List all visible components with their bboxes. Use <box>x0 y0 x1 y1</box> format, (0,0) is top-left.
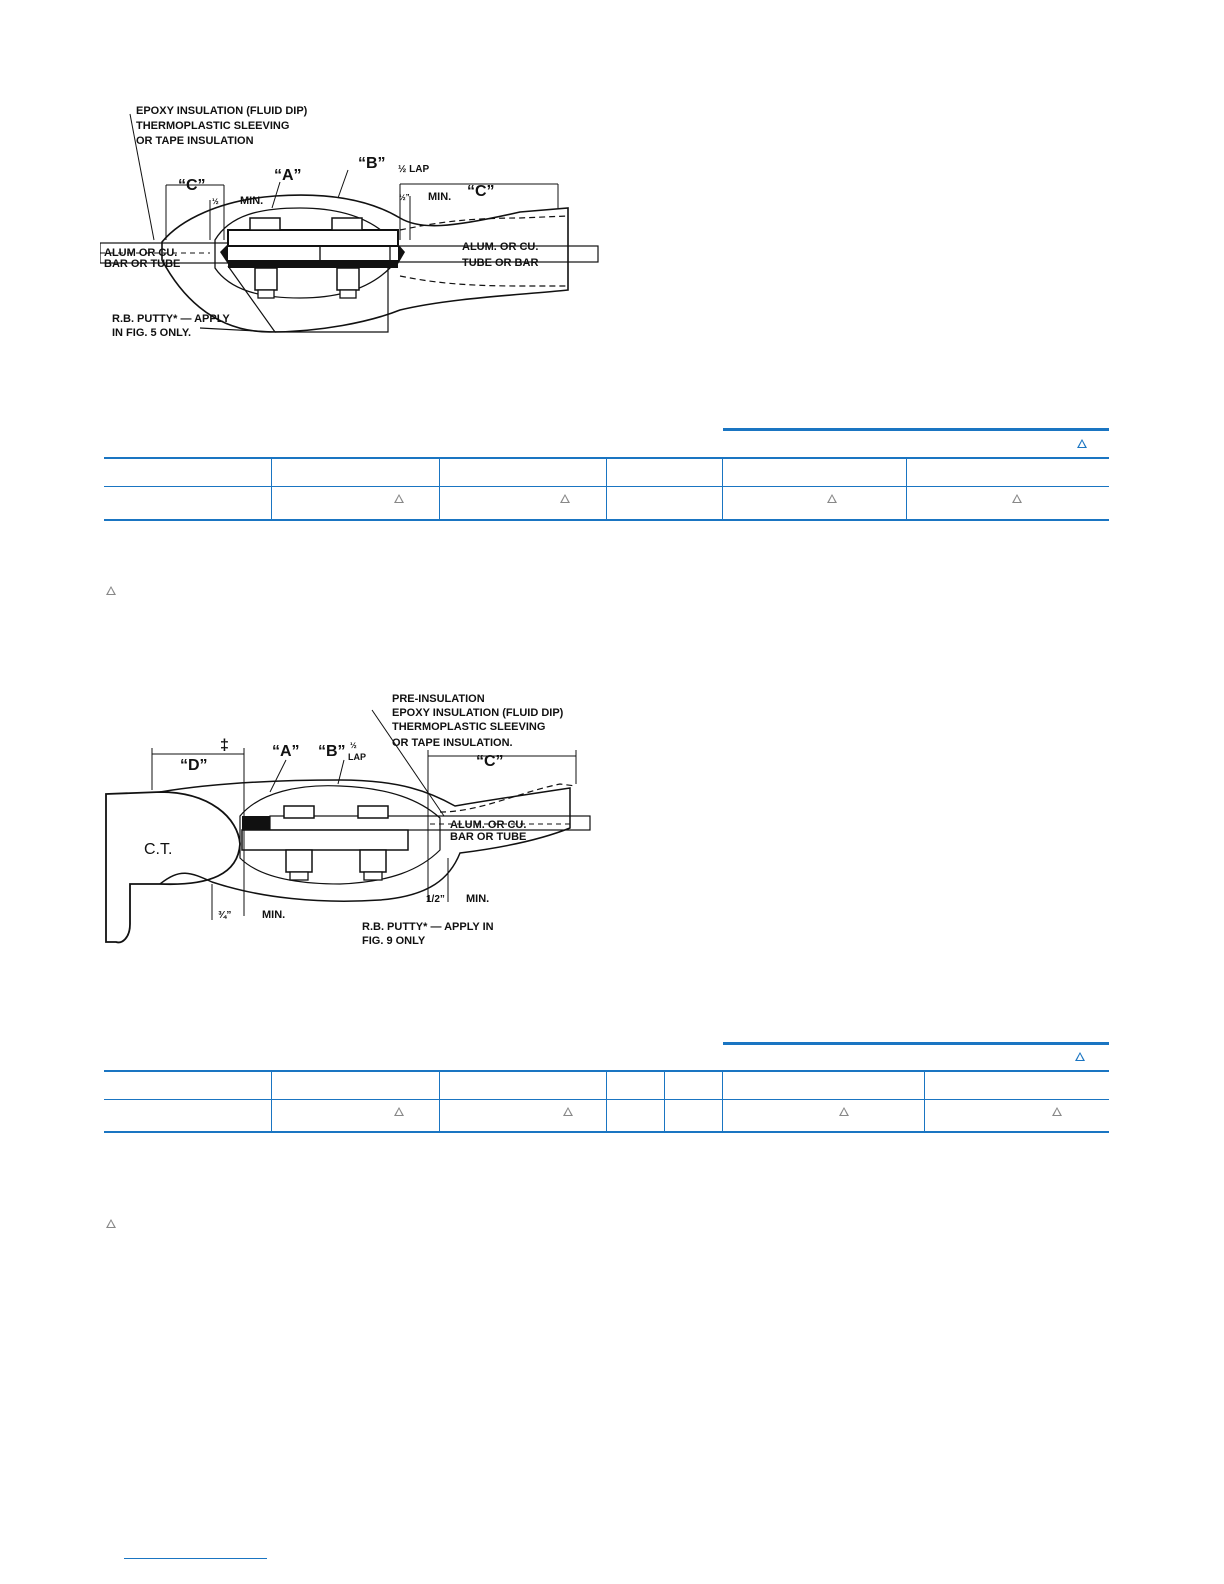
revision-marker-icon <box>560 494 570 503</box>
fig1-putty-line-2: IN FIG. 5 ONLY. <box>112 327 191 339</box>
table-2-col-divider <box>924 1072 925 1132</box>
fig2-ct-label: C.T. <box>144 841 172 858</box>
fig2-half-bottom: 1/2” <box>426 894 445 905</box>
fig1-dim-c-right: “C” <box>467 183 495 200</box>
fig2-min-right: MIN. <box>466 893 489 905</box>
table-2-col-divider <box>606 1072 607 1132</box>
table-1-header-bar <box>723 428 1109 431</box>
table-2-col-divider <box>722 1072 723 1132</box>
fig1-lap: ½ LAP <box>398 164 429 175</box>
fig1-dim-b: “B” <box>358 155 386 172</box>
revision-marker-icon <box>1012 494 1022 503</box>
revision-marker-icon <box>1075 1052 1085 1061</box>
revision-marker-icon <box>394 494 404 503</box>
fig1-putty-line-1: R.B. PUTTY* — APPLY <box>112 313 230 325</box>
table-1-top-rule <box>104 457 1109 459</box>
fig1-half-left: ½ <box>212 197 219 206</box>
table-1-col-divider <box>606 459 607 520</box>
fig1-half-right: ½” <box>399 193 410 202</box>
fig2-min-left: MIN. <box>262 909 285 921</box>
footnote-marker-icon <box>106 586 116 595</box>
table-1-col-divider <box>271 459 272 520</box>
revision-marker-icon <box>394 1107 404 1116</box>
fig2-pre-line-3: THERMOPLASTIC SLEEVING <box>392 721 545 733</box>
fig2-lap: LAP <box>348 752 366 762</box>
table-2-header-bar <box>723 1042 1109 1045</box>
fig2-dim-b: “B” <box>318 743 346 760</box>
fig2-bar-line-2: BAR OR TUBE <box>450 831 526 843</box>
fig2-pre-line-2: EPOXY INSULATION (FLUID DIP) <box>392 707 564 719</box>
fig1-insulation-line-2: THERMOPLASTIC SLEEVING <box>136 120 289 132</box>
table-2-top-rule <box>104 1070 1109 1072</box>
fig2-half: ½ <box>350 741 357 750</box>
fig2-three-quarter: ¾” <box>218 910 231 921</box>
table-2-bottom-rule <box>104 1131 1109 1133</box>
table-1-col-divider <box>439 459 440 520</box>
fig1-min-left: MIN. <box>240 195 263 207</box>
footnote-marker-icon <box>106 1219 116 1228</box>
fig2-bar-line-1: ALUM. OR CU. <box>450 819 526 831</box>
table-1-col-divider <box>906 459 907 520</box>
fig1-dim-c-left: “C” <box>178 177 206 194</box>
fig1-bar-right-line-2: TUBE OR BAR <box>462 257 538 269</box>
revision-marker-icon <box>563 1107 573 1116</box>
fig1-bar-left-line-1: ALUM OR CU. <box>104 247 177 259</box>
footnote-separator <box>124 1558 267 1559</box>
fig2-dim-c: “C” <box>476 753 504 770</box>
revision-marker-icon <box>839 1107 849 1116</box>
fig1-insulation-line-3: OR TAPE INSULATION <box>136 135 254 147</box>
revision-marker-icon <box>1052 1107 1062 1116</box>
figure-2-ct-joint: PRE-INSULATION EPOXY INSULATION (FLUID D… <box>100 688 600 948</box>
fig1-insulation-line-1: EPOXY INSULATION (FLUID DIP) <box>136 105 308 117</box>
fig2-putty-line-1: R.B. PUTTY* — APPLY IN <box>362 921 494 933</box>
figure-1-bus-joint: EPOXY INSULATION (FLUID DIP) THERMOPLAST… <box>100 100 610 350</box>
fig2-putty-line-2: FIG. 9 ONLY <box>362 935 426 947</box>
revision-marker-icon <box>1077 439 1087 448</box>
fig2-pre-line-1: PRE-INSULATION <box>392 693 485 705</box>
table-1-bottom-rule <box>104 519 1109 521</box>
table-2-col-divider <box>439 1072 440 1132</box>
fig2-dagger: ‡ <box>220 737 229 754</box>
fig1-bar-left-line-2: BAR OR TUBE <box>104 258 180 270</box>
fig2-pre-line-4: OR TAPE INSULATION. <box>392 737 513 749</box>
table-2-col-divider <box>664 1072 665 1132</box>
fig1-dim-a: “A” <box>274 167 302 184</box>
revision-marker-icon <box>827 494 837 503</box>
fig2-dim-d: “D” <box>180 757 208 774</box>
fig1-min-right: MIN. <box>428 191 451 203</box>
fig1-bar-right-line-1: ALUM. OR CU. <box>462 241 538 253</box>
fig2-dim-a: “A” <box>272 743 300 760</box>
table-1-col-divider <box>722 459 723 520</box>
table-2-col-divider <box>271 1072 272 1132</box>
